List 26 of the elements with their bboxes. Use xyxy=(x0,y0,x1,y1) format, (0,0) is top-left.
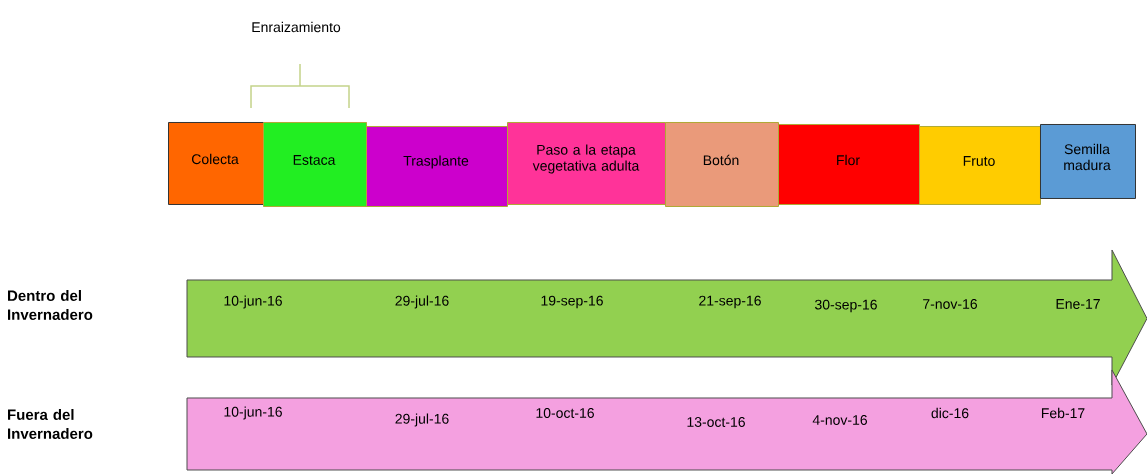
row-label: Fuera del Invernadero xyxy=(8,409,93,439)
stage-box: Flor xyxy=(778,124,920,205)
stage-box: Trasplante xyxy=(366,126,508,207)
date-label: Ene-17 xyxy=(1056,299,1100,309)
date-label: 10-oct-16 xyxy=(536,408,594,418)
date-label: 7-nov-16 xyxy=(923,299,977,309)
date-label: Feb-17 xyxy=(1042,407,1085,419)
date-label: 10-jun-16 xyxy=(224,406,282,420)
stage-box: Paso a la etapa vegetativa adulta xyxy=(507,122,666,205)
date-label: dic-16 xyxy=(931,407,969,419)
date-label: 13-oct-16 xyxy=(687,417,745,427)
stage-box: Botón xyxy=(665,122,779,207)
date-label: 19-sep-16 xyxy=(541,295,603,309)
date-label: 29-jul-16 xyxy=(395,413,449,427)
date-label: 30-sep-16 xyxy=(815,299,877,313)
stage-box: Colecta xyxy=(168,122,264,205)
bracket-label: Enraizamiento xyxy=(252,21,341,33)
stage-box: Estaca xyxy=(263,122,367,207)
date-label: 10-jun-16 xyxy=(224,295,282,309)
row-label: Dentro del Invernadero xyxy=(8,290,93,320)
date-label: 4-nov-16 xyxy=(812,415,867,425)
date-label: 29-jul-16 xyxy=(395,295,449,309)
stage-box: Semilla madura xyxy=(1040,124,1136,199)
stage-box: Fruto xyxy=(919,126,1041,205)
timeline-band xyxy=(186,369,1147,474)
date-label: 21-sep-16 xyxy=(699,295,761,309)
